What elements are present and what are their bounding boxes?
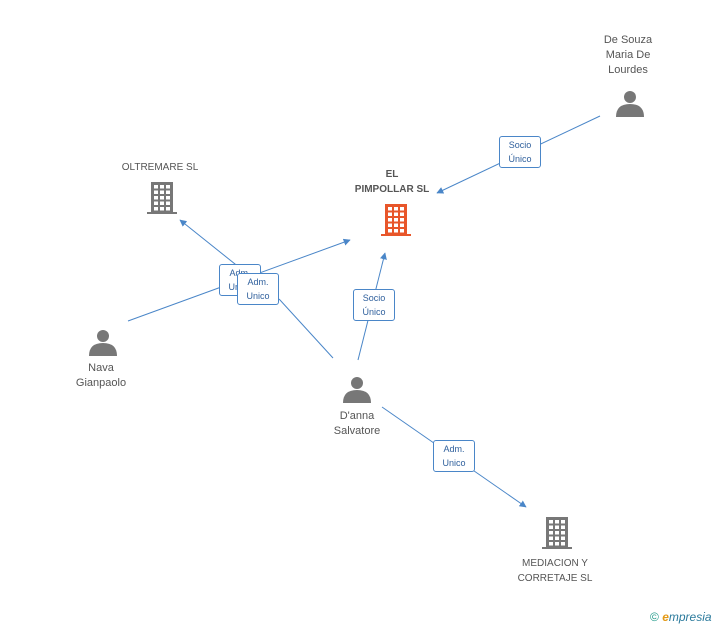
copyright-symbol: © xyxy=(650,610,659,624)
brand-e: e xyxy=(662,610,669,624)
brand-rest: mpresia xyxy=(668,610,712,624)
icons-layer xyxy=(89,91,644,549)
label-line: EL xyxy=(385,169,399,180)
de_souza-person-icon[interactable] xyxy=(616,91,644,117)
oltremare-building-icon[interactable] xyxy=(147,182,177,214)
oltremare-label[interactable]: OLTREMARE SL xyxy=(122,160,199,175)
edge-label[interactable]: Socio Único xyxy=(499,136,541,168)
el_pimpollar-label[interactable]: EL PIMPOLLAR SL xyxy=(355,167,429,197)
edge-danna-to-oltremare xyxy=(179,219,334,359)
label-line: D'anna xyxy=(339,410,375,422)
label-line: MEDIACION Y xyxy=(522,558,588,569)
mediacion-building-icon[interactable] xyxy=(542,517,572,549)
label-line: Gianpaolo xyxy=(75,377,127,389)
el_pimpollar-building-icon[interactable] xyxy=(381,204,411,236)
label-line: Maria De xyxy=(605,49,651,61)
nava-person-icon[interactable] xyxy=(89,330,117,356)
label-line: De Souza xyxy=(603,34,653,46)
label-line: PIMPOLLAR SL xyxy=(354,184,430,195)
empresia-brand[interactable]: © empresia xyxy=(650,610,712,624)
label-line: OLTREMARE SL xyxy=(121,162,199,173)
edge-label[interactable]: Adm. Unico xyxy=(237,273,279,305)
label-line: Nava xyxy=(88,362,114,374)
label-line: Salvatore xyxy=(333,425,381,437)
edge-label[interactable]: Adm. Unico xyxy=(433,440,475,472)
label-line: CORRETAJE SL xyxy=(517,573,593,584)
danna-person-icon[interactable] xyxy=(343,377,371,403)
label-line: Lourdes xyxy=(608,64,648,76)
edge-label[interactable]: Socio Único xyxy=(353,289,395,321)
mediacion-label[interactable]: MEDIACION Y CORRETAJE SL xyxy=(518,556,593,586)
